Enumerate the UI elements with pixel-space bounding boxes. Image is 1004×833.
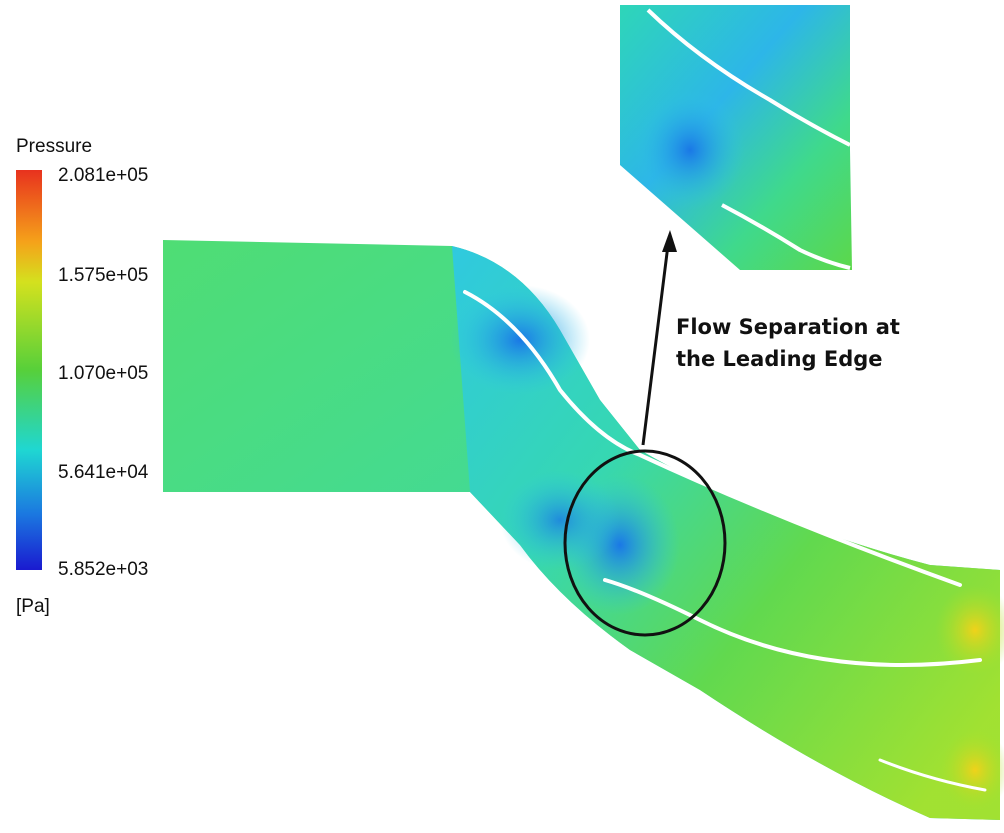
- legend-label-max: 2.081e+05: [58, 165, 149, 186]
- low-pressure-zone-upper: [450, 285, 590, 395]
- legend-label-2: 1.575e+05: [58, 265, 149, 286]
- annotation-line-2: the Leading Edge: [676, 346, 883, 371]
- blade-upper: [463, 290, 962, 587]
- blade-lower: [603, 578, 982, 667]
- annotation-line-1: Flow Separation at: [676, 315, 900, 339]
- legend-label-min: 5.852e+03: [58, 559, 149, 580]
- annotation-text: Flow Separation at the Leading Edge: [676, 312, 976, 375]
- inset-zoom-view: [620, 5, 852, 270]
- legend-label-4: 5.641e+04: [58, 462, 149, 483]
- inset-low-pressure-zone: [635, 90, 745, 210]
- annotation-arrow-line: [641, 244, 670, 446]
- low-pressure-zone-lower: [500, 470, 620, 570]
- blades: [463, 290, 987, 792]
- inset-blade-lower: [721, 203, 851, 270]
- separation-highlight-ellipse: [563, 449, 727, 637]
- high-pressure-zone-outlet-lower: [940, 730, 1004, 810]
- annotation-arrow-head: [662, 230, 677, 252]
- high-pressure-zone-outlet-upper: [935, 585, 1004, 675]
- blade-bottom: [878, 758, 987, 792]
- legend-color-bar: [16, 170, 42, 570]
- legend-label-3: 1.070e+05: [58, 363, 149, 384]
- legend-unit: [Pa]: [16, 596, 50, 617]
- legend-title: Pressure: [16, 136, 93, 157]
- inset-blade-upper: [646, 8, 851, 147]
